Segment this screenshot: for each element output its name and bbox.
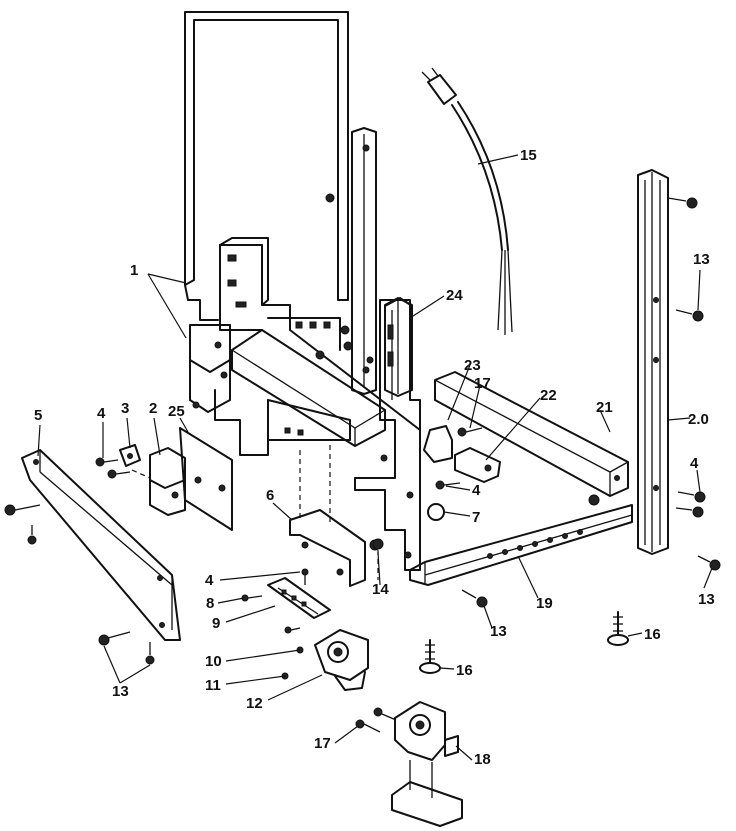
callout-25: 25 — [168, 403, 185, 420]
round-foot-part-7 — [427, 503, 445, 521]
callout-10: 10 — [205, 653, 222, 670]
screws-right-center — [435, 427, 483, 490]
callout-17-bottom: 17 — [314, 735, 331, 752]
side-plate-part-25 — [179, 427, 233, 531]
callout-13-lower-right: 13 — [698, 591, 715, 608]
callout-7: 7 — [472, 509, 480, 526]
bracket-housing-part-6 — [289, 509, 366, 587]
callout-17-right: 17 — [474, 375, 491, 392]
power-cord-part-15 — [421, 67, 513, 335]
callout-13-left: 13 — [112, 683, 129, 700]
callout-11: 11 — [205, 677, 221, 694]
screws-right — [667, 197, 721, 571]
callout-24: 24 — [446, 287, 463, 304]
callout-4-right: 4 — [690, 455, 699, 472]
leveling-leg-part-16a — [419, 639, 441, 674]
callout-13-upper-right: 13 — [693, 251, 710, 268]
callout-16-center: 16 — [456, 662, 473, 679]
hinge-bracket-part-2 — [149, 447, 186, 516]
callout-9: 9 — [212, 615, 220, 632]
upright-rail-part-20 — [637, 169, 669, 555]
pump-part-18 — [355, 701, 463, 827]
screws-middle — [241, 539, 381, 634]
corner-bracket-part-23 — [423, 425, 453, 463]
callout-14: 14 — [372, 581, 389, 598]
left-bracket-assembly — [189, 324, 269, 456]
screws-part-5 — [4, 504, 155, 665]
terminal-strip-part-9 — [267, 577, 331, 619]
base-rail-part-19 — [409, 494, 633, 586]
small-bracket-part-22 — [454, 447, 501, 483]
clip-part-3 — [119, 444, 141, 467]
central-vertical-plate — [315, 297, 421, 571]
lower-frame-base — [267, 399, 351, 525]
callout-20: 2.0 — [688, 411, 709, 428]
left-frame-upright — [219, 237, 269, 331]
callout-21: 21 — [596, 399, 613, 416]
callout-3: 3 — [121, 400, 129, 417]
callout-1: 1 — [130, 262, 138, 279]
leader-lines — [37, 154, 713, 761]
screw-bottom-center — [461, 589, 488, 608]
callout-12: 12 — [246, 695, 263, 712]
callout-19: 19 — [536, 595, 553, 612]
upper-rear-rail — [351, 127, 377, 395]
base-channel-part-5 — [21, 449, 181, 641]
callout-18: 18 — [474, 751, 491, 768]
leveling-leg-part-16b — [607, 611, 629, 646]
main-crossbar — [231, 304, 421, 447]
callout-15: 15 — [520, 147, 537, 164]
callout-labels: 1 2 3 4 4 4 4 5 6 7 8 9 10 11 12 13 13 1… — [34, 147, 715, 768]
callout-4-middle: 4 — [205, 572, 214, 589]
callout-6: 6 — [266, 487, 274, 504]
callout-5: 5 — [34, 407, 42, 424]
callout-16-right: 16 — [644, 626, 661, 643]
callout-13-center: 13 — [490, 623, 507, 640]
callout-4-left: 4 — [97, 405, 106, 422]
callout-8: 8 — [206, 595, 214, 612]
callout-22: 22 — [540, 387, 557, 404]
callout-23: 23 — [464, 357, 481, 374]
callout-4-right-center: 4 — [472, 482, 481, 499]
valve-part-12 — [281, 629, 369, 691]
upright-bracket-part-24 — [384, 297, 413, 397]
back-panel-part-1 — [184, 11, 349, 321]
callout-2: 2 — [149, 400, 157, 417]
screws-left — [95, 457, 151, 479]
right-crossbar-part-21 — [434, 371, 629, 497]
